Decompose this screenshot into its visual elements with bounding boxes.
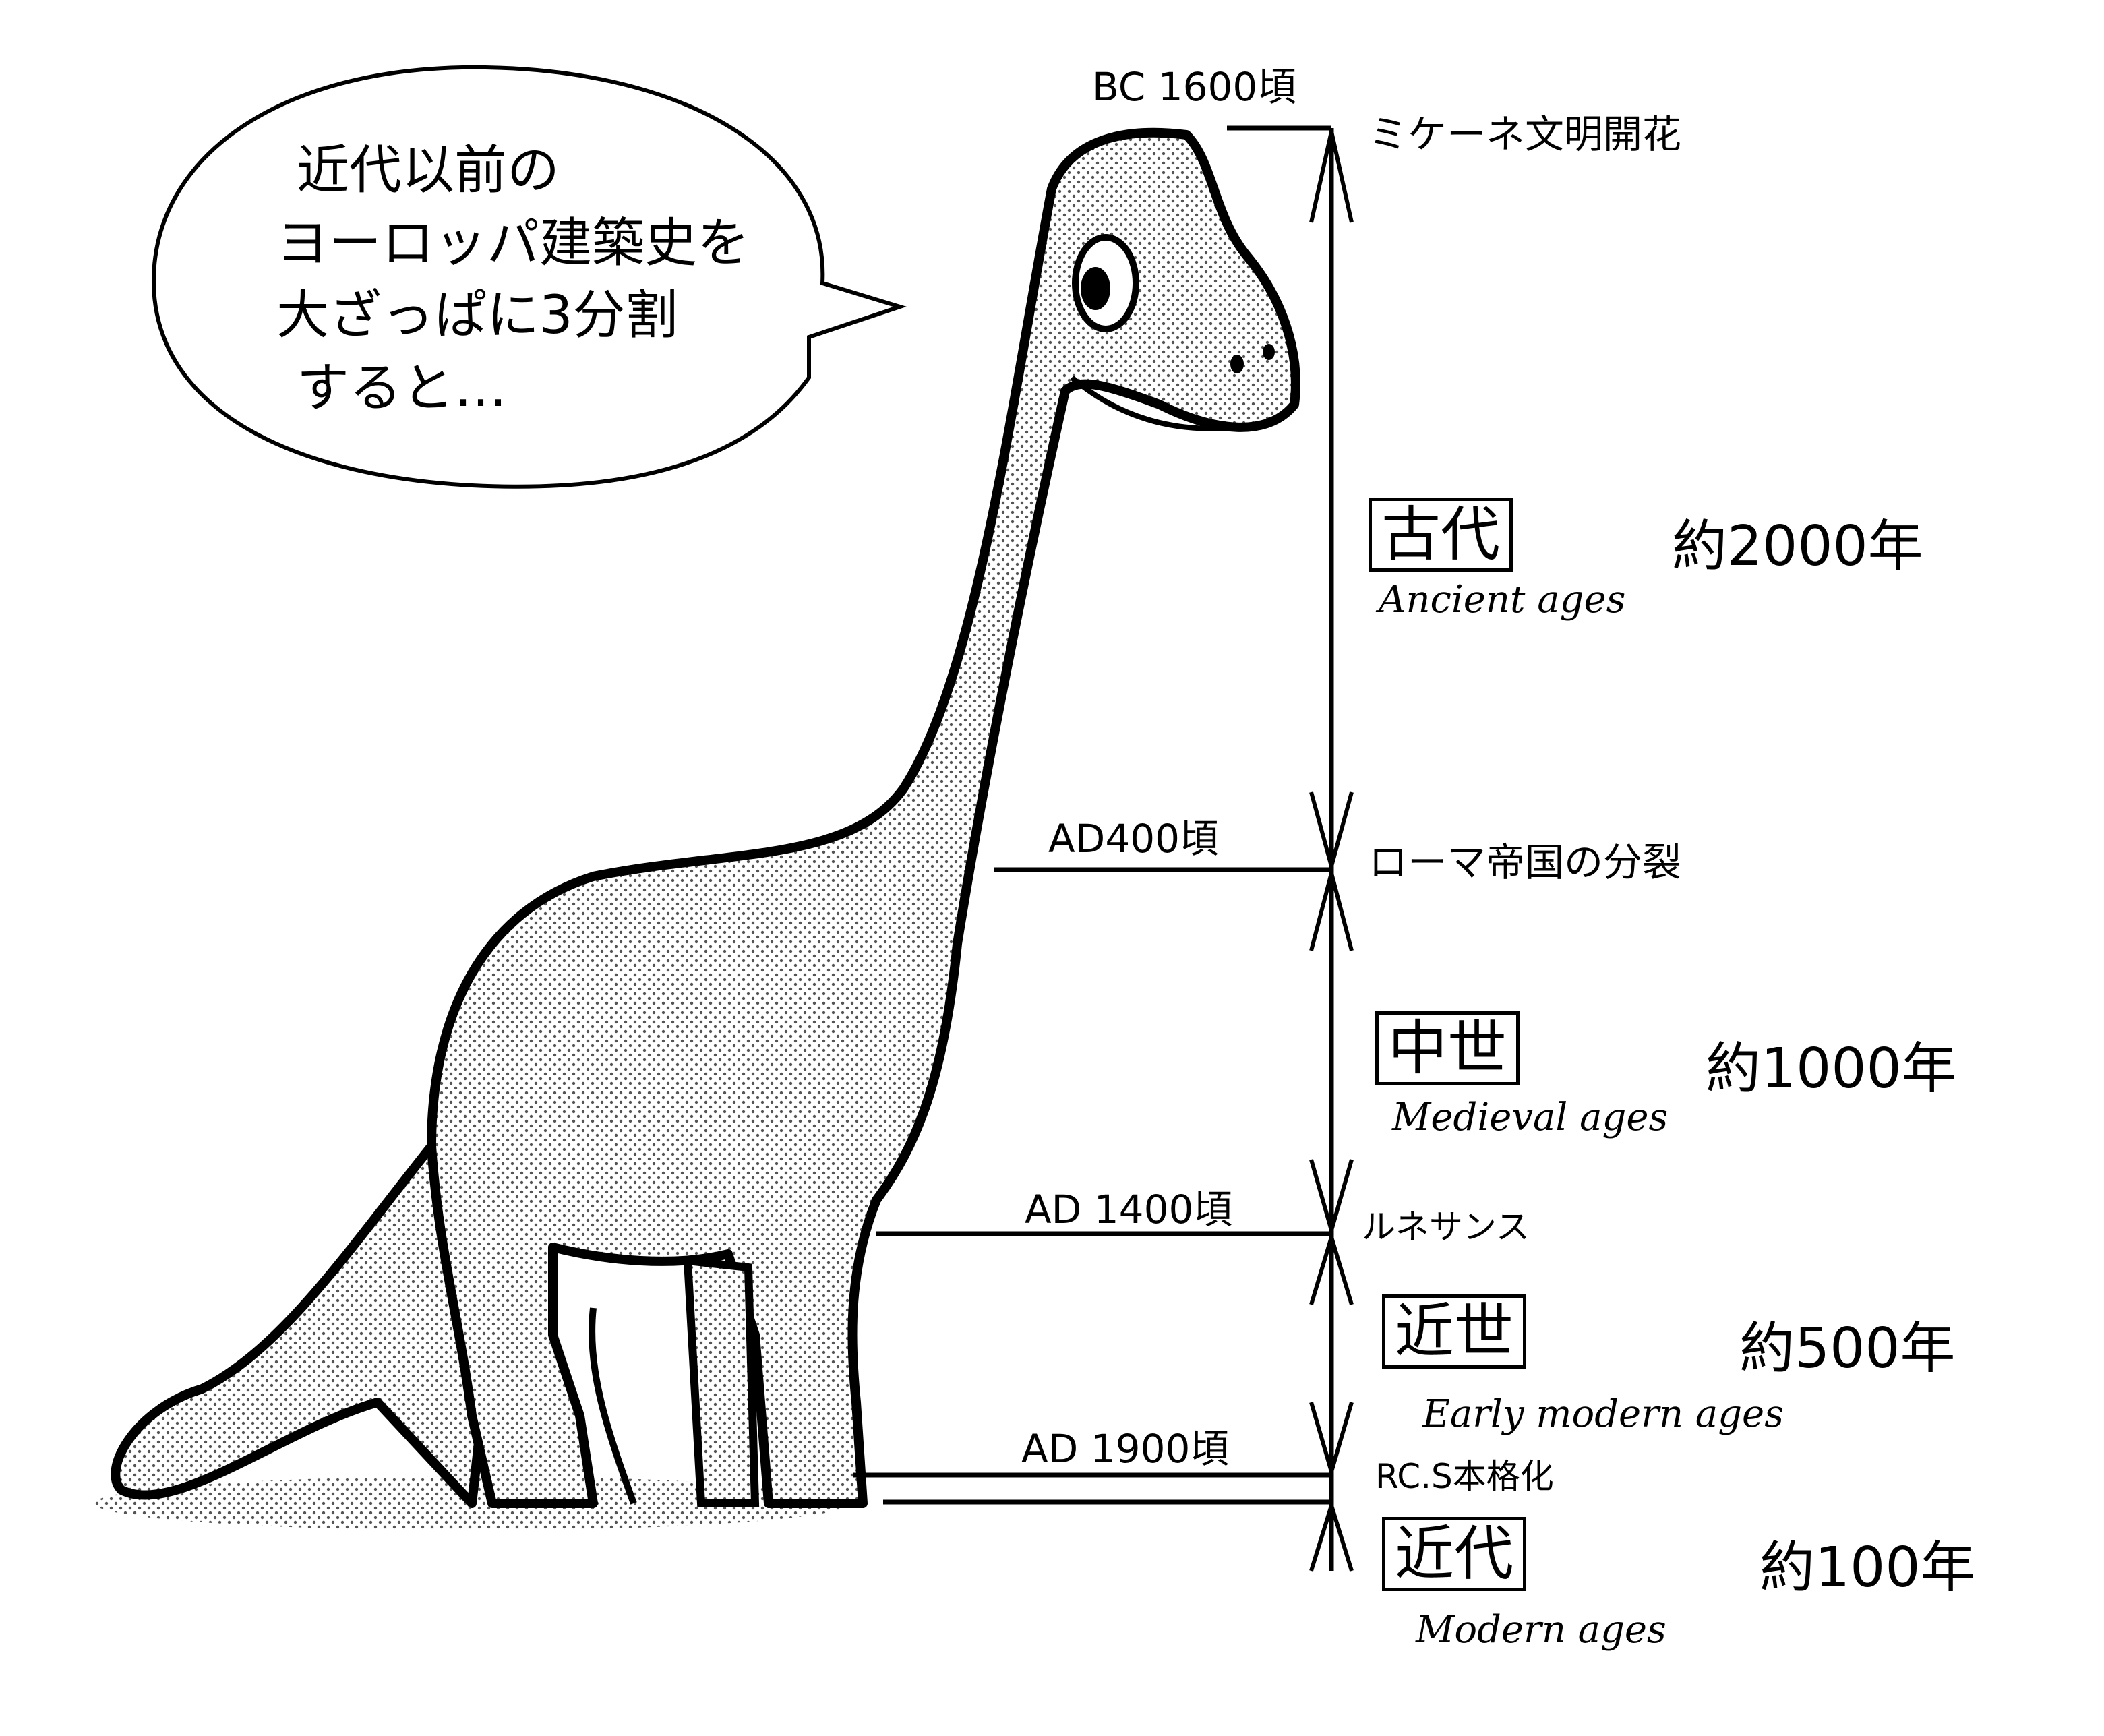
era-modern-box: 近代 xyxy=(1382,1517,1527,1591)
era-ancient-duration: 約2000年 xyxy=(1672,514,1923,578)
event-rcs: RC.S本格化 xyxy=(1375,1457,1554,1496)
date-ad1400: AD 1400頃 xyxy=(1025,1187,1233,1232)
date-bc1600: BC 1600頃 xyxy=(1092,64,1297,110)
era-medieval-duration: 約1000年 xyxy=(1706,1037,1957,1101)
era-modern-duration: 約100年 xyxy=(1760,1536,1976,1600)
bubble-line: 大ざっぱに3分割 xyxy=(276,285,678,347)
bubble-line: ヨーロッパ建築史を xyxy=(276,212,750,274)
era-modern-english: Modern ages xyxy=(1416,1608,1666,1652)
timeline-axis xyxy=(853,125,1354,1572)
event-renaissance: ルネサンス xyxy=(1362,1207,1530,1247)
speech-bubble-shape xyxy=(151,65,907,489)
era-medieval-english: Medieval ages xyxy=(1392,1096,1669,1139)
era-ancient-box: 古代 xyxy=(1369,498,1513,572)
bubble-line: すると… xyxy=(297,357,508,419)
era-early-modern-duration: 約500年 xyxy=(1739,1317,1956,1381)
era-medieval-box: 中世 xyxy=(1375,1011,1520,1085)
date-ad400: AD400頃 xyxy=(1048,816,1220,862)
dinosaur-illustration xyxy=(94,127,1300,1530)
bubble-line: 近代以前の xyxy=(297,140,560,201)
era-early-modern-box: 近世 xyxy=(1382,1294,1527,1369)
era-ancient-english: Ancient ages xyxy=(1379,578,1626,622)
speech-bubble-text: 近代以前の ヨーロッパ建築史を 大ざっぱに3分割 すると… xyxy=(276,135,750,425)
event-mycenae: ミケーネ文明開花 xyxy=(1369,111,1682,157)
era-early-modern-english: Early modern ages xyxy=(1422,1392,1784,1436)
date-ad1900: AD 1900頃 xyxy=(1021,1426,1230,1472)
event-roman-split: ローマ帝国の分裂 xyxy=(1369,839,1682,885)
